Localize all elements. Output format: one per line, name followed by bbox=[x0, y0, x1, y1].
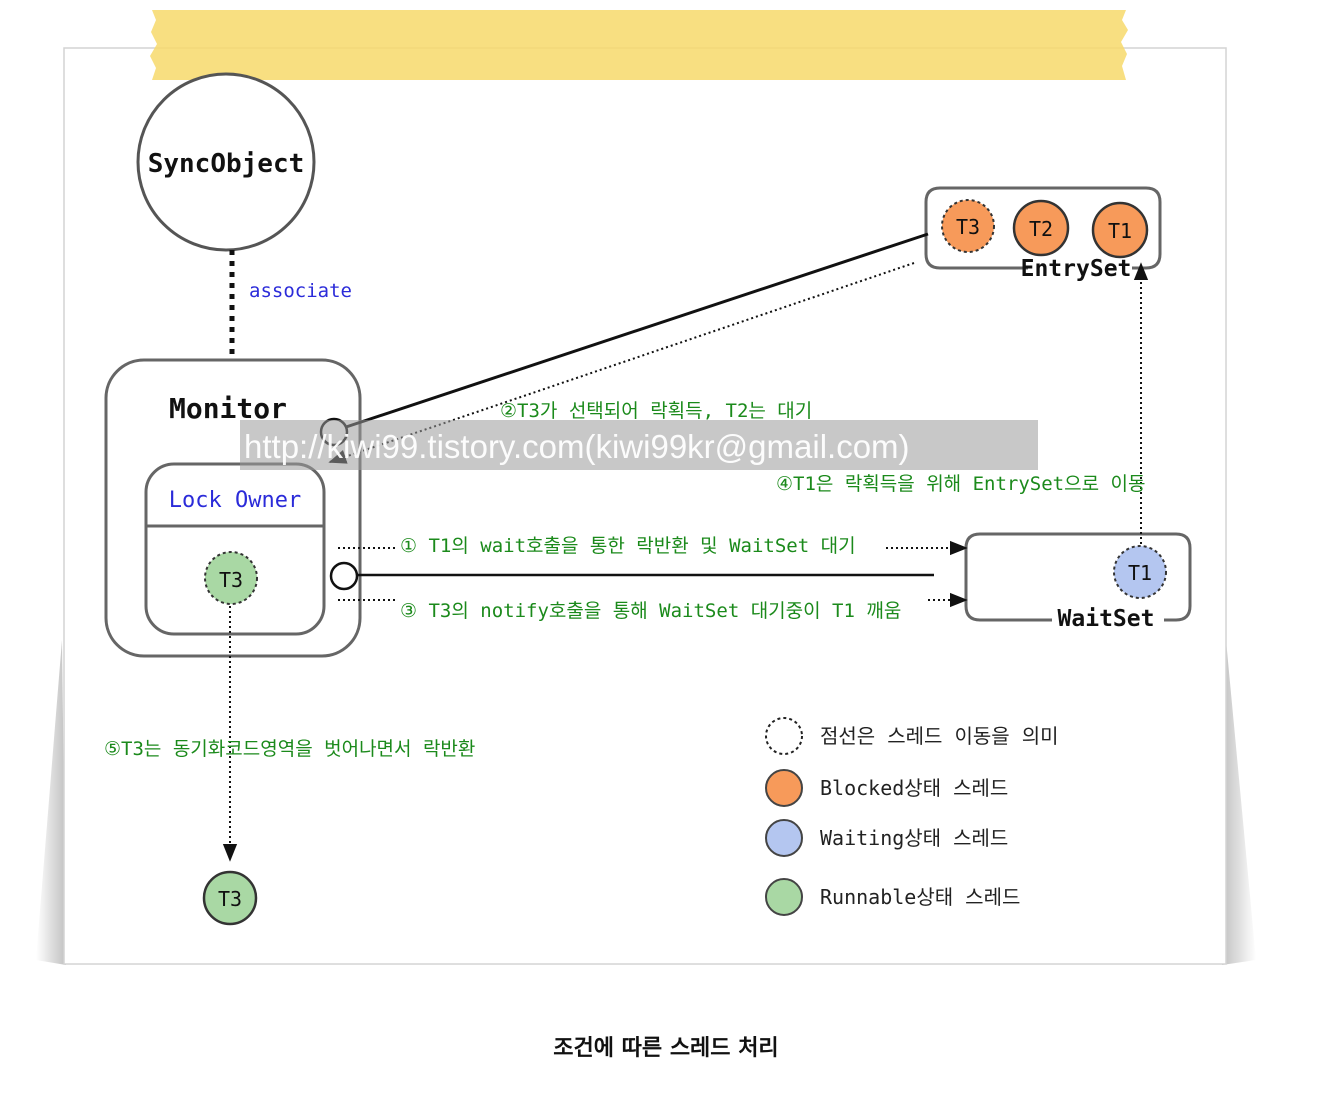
wait-thread-t1-label: T1 bbox=[1128, 561, 1152, 585]
watermark: http://kiwi99.tistory.com(kiwi99kr@gmail… bbox=[240, 420, 1038, 470]
entry-set-label: EntrySet bbox=[1021, 256, 1132, 282]
entry-set-node: EntrySet T3 T2 T1 bbox=[924, 186, 1162, 282]
step1-label: ① T1의 wait호출을 통한 락반환 및 WaitSet 대기 bbox=[400, 535, 856, 557]
legend-swatch-blocked bbox=[765, 769, 803, 807]
owner-thread-label: T3 bbox=[219, 568, 243, 592]
wait-port bbox=[329, 561, 359, 591]
owner-thread-t3 bbox=[204, 551, 258, 605]
watermark-text: http://kiwi99.tistory.com(kiwi99kr@gmail… bbox=[244, 428, 910, 465]
step2-label: ②T3가 선택되어 락획득, T2는 대기 bbox=[500, 400, 812, 422]
legend-label-dashed: 점선은 스레드 이동을 의미 bbox=[820, 724, 1059, 748]
lock-owner-box: Lock Owner T3 bbox=[144, 462, 326, 636]
wait-set-node: WaitSet T1 bbox=[964, 532, 1192, 632]
exit-thread-label: T3 bbox=[218, 887, 242, 911]
legend-label-waiting: Waiting상태 스레드 bbox=[820, 826, 1008, 850]
legend-swatch-waiting bbox=[765, 819, 803, 857]
legend-swatch-runnable bbox=[765, 878, 803, 916]
sync-object-node: SyncObject bbox=[136, 72, 316, 252]
entry-thread-t1-label: T1 bbox=[1108, 219, 1132, 243]
entry-thread-t2 bbox=[1012, 199, 1070, 257]
entry-thread-t1 bbox=[1091, 201, 1149, 259]
entry-solid-link bbox=[345, 232, 929, 429]
step5-label: ⑤T3는 동기화코드영역을 벗어나면서 락반환 bbox=[104, 738, 475, 760]
entry-thread-t3 bbox=[941, 199, 995, 253]
lock-owner-label: Lock Owner bbox=[169, 488, 301, 513]
legend: 점선은 스레드 이동을 의미 Blocked상태 스레드 Waiting상태 스… bbox=[765, 717, 1059, 916]
legend-item-waiting: Waiting상태 스레드 bbox=[765, 819, 1008, 857]
wait-set-label: WaitSet bbox=[1058, 606, 1155, 632]
step4-label: ④T1은 락획득을 위해 EntrySet으로 이동 bbox=[776, 473, 1145, 495]
legend-item-blocked: Blocked상태 스레드 bbox=[765, 769, 1008, 807]
associate-label: associate bbox=[249, 280, 352, 302]
entry-thread-t2-label: T2 bbox=[1029, 217, 1053, 241]
legend-item-dashed: 점선은 스레드 이동을 의미 bbox=[765, 717, 1059, 755]
monitor-label: Monitor bbox=[169, 392, 287, 425]
legend-label-runnable: Runnable상태 스레드 bbox=[820, 885, 1020, 909]
figure-caption: 조건에 따른 스레드 처리 bbox=[553, 1036, 779, 1061]
entry-thread-t3-label: T3 bbox=[956, 215, 980, 239]
tape-strip bbox=[150, 10, 1128, 80]
legend-item-runnable: Runnable상태 스레드 bbox=[765, 878, 1020, 916]
exit-thread-node: T3 bbox=[202, 870, 258, 926]
legend-label-blocked: Blocked상태 스레드 bbox=[820, 776, 1008, 800]
wait-thread-t1 bbox=[1113, 545, 1167, 599]
step3-label: ③ T3의 notify호출을 통해 WaitSet 대기중이 T1 깨움 bbox=[400, 600, 901, 622]
sync-object-label: SyncObject bbox=[148, 149, 305, 179]
legend-swatch-dashed bbox=[765, 717, 803, 755]
